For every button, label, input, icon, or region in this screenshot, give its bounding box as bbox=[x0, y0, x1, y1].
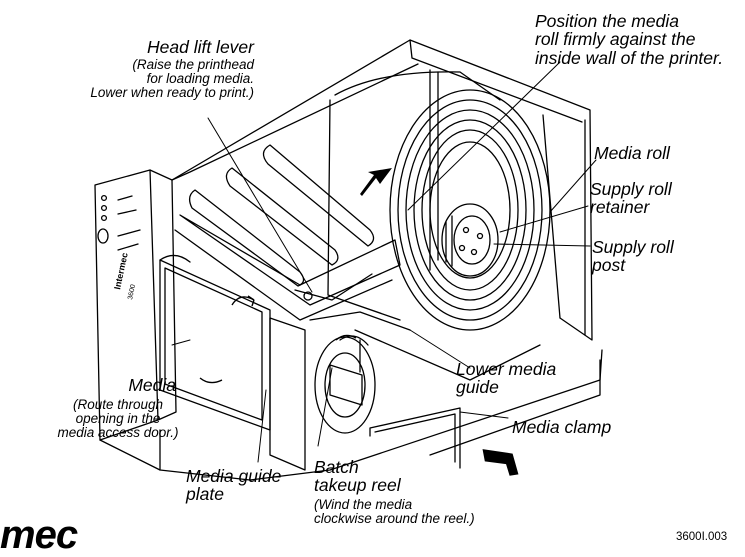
media-guide-plate bbox=[269, 317, 306, 471]
batch-takeup-reel-title: Batch takeup reel bbox=[314, 457, 401, 496]
head-lift-lever-note: (Raise the printhead for loading media. … bbox=[90, 57, 254, 101]
rotation-arrow-reel bbox=[335, 334, 357, 341]
supply-roll-post-label: Supply roll post bbox=[592, 237, 674, 276]
media-load-arrow bbox=[360, 168, 392, 196]
position-roll-instruction: Position the media roll firmly against t… bbox=[535, 11, 724, 68]
roller-bars bbox=[174, 144, 401, 321]
media-guide-plate-label: Media guide plate bbox=[186, 466, 282, 505]
leader-lines bbox=[171, 61, 597, 463]
batch-takeup-reel-note: (Wind the media clockwise around the ree… bbox=[314, 497, 475, 527]
lower-media-guide bbox=[309, 311, 411, 331]
head-lift-lever-title: Head lift lever bbox=[147, 37, 254, 57]
batch-takeup-reel bbox=[314, 335, 376, 434]
media-roll bbox=[327, 71, 551, 331]
supply-roll-retainer bbox=[441, 203, 499, 277]
media-clamp-label: Media clamp bbox=[512, 417, 612, 437]
lower-media-guide-label: Lower media guide bbox=[456, 359, 557, 398]
insert-clamp-arrow bbox=[482, 449, 519, 476]
media-roll-label: Media roll bbox=[594, 143, 670, 163]
media-note: (Route through opening in the media acce… bbox=[57, 397, 179, 441]
media-title: Media bbox=[128, 375, 176, 395]
printer-model: 3600 bbox=[127, 284, 137, 301]
printer-badge: Intermec bbox=[112, 252, 130, 291]
printer-back-panel bbox=[171, 39, 593, 341]
media-clamp bbox=[369, 407, 461, 469]
head-lift-lever bbox=[294, 273, 373, 301]
supply-roll-retainer-label: Supply roll retainer bbox=[590, 179, 672, 218]
rotation-arrow-lower bbox=[199, 377, 223, 384]
figure-id: 3600I.003 bbox=[676, 531, 728, 543]
brand-logo: mec bbox=[0, 513, 78, 557]
